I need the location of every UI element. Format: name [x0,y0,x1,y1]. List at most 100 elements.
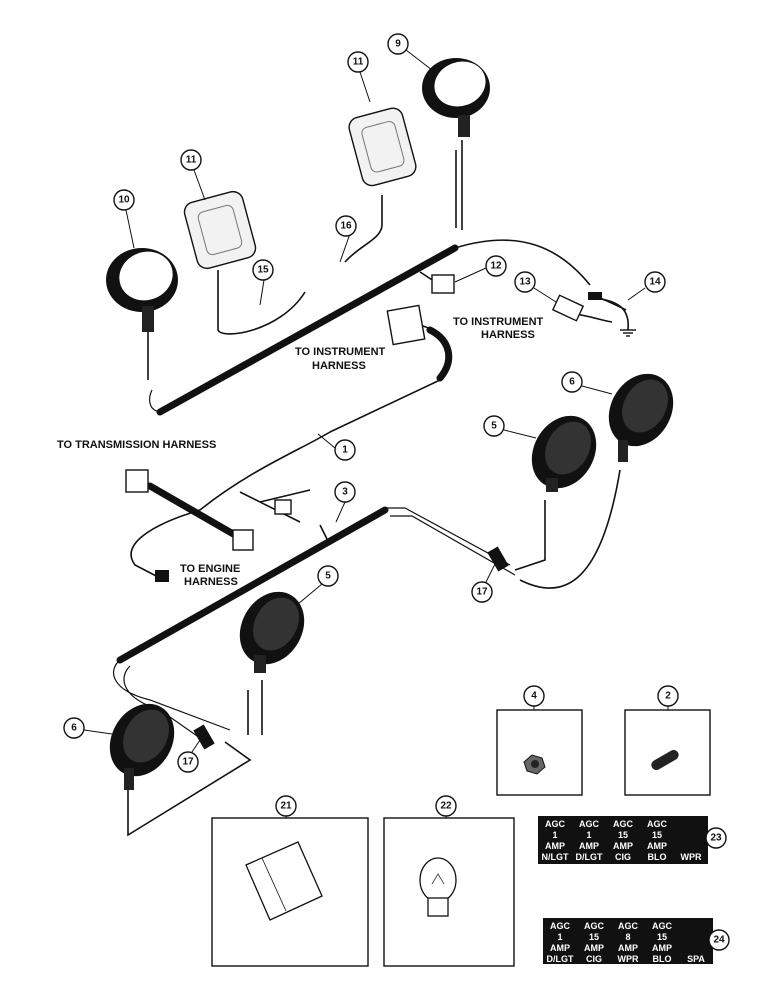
svg-text:16: 16 [340,221,352,232]
fuse-label: AMP [579,841,599,851]
fuse-label: AGC [613,819,634,829]
label-to-engine-harness-line2: HARNESS [184,576,238,588]
fuse-label: 15 [618,830,628,840]
detail-box-2 [624,709,711,796]
label-to-instrument-harness-2-line1: TO INSTRUMENT [453,316,544,328]
svg-text:10: 10 [118,195,130,206]
svg-text:9: 9 [395,39,401,50]
label-to-instrument-harness-1-line1: TO INSTRUMENT [295,346,386,358]
lower-harness [112,469,621,837]
fuse-label: 1 [552,830,557,840]
svg-text:12: 12 [490,261,502,272]
callout-10: 10 [113,189,135,249]
fuse-label: CIG [586,954,602,964]
callout-4: 4 [523,685,545,710]
callout-14: 14 [627,271,666,301]
svg-text:14: 14 [649,277,661,288]
callout-15: 15 [252,259,274,306]
lamp-5-left-icon [239,591,305,673]
fuse-panel-background [538,816,708,864]
lamp-9-icon [422,58,490,137]
fuse-label: AMP [652,943,672,953]
fuse-label: SPA [687,954,705,964]
fuse-label: BLO [653,954,672,964]
fuse-label: AMP [550,943,570,953]
svg-text:5: 5 [491,421,497,432]
fuse-label: N/LGT [542,852,569,862]
callout-23: 23 [705,827,727,849]
svg-text:6: 6 [71,723,77,734]
fuse-label: CIG [615,852,631,862]
fuse-label: AGC [584,921,605,931]
svg-text:4: 4 [531,691,537,702]
detail-box-21 [211,817,369,967]
fuse-label: D/LGT [576,852,603,862]
callout-12: 12 [454,255,507,283]
fuse-label: AGC [647,819,668,829]
label-to-instrument-harness-2-line2: HARNESS [481,329,535,341]
label-to-engine-harness-line1: TO ENGINE [180,563,240,575]
lamp-11b-icon [348,107,417,187]
svg-text:23: 23 [710,833,722,844]
callout-11b: 11 [347,51,371,103]
svg-text:17: 17 [476,587,488,598]
svg-text:22: 22 [440,801,452,812]
lamp-11a-icon [183,190,257,270]
fuse-label: AGC [550,921,571,931]
label-to-transmission-harness: TO TRANSMISSION HARNESS [57,439,216,451]
terminal-icon [651,750,679,770]
svg-text:17: 17 [182,757,194,768]
fuse-label: WPR [681,852,702,862]
fuse-label: AMP [613,841,633,851]
svg-text:2: 2 [665,691,671,702]
fuse-label: AGC [618,921,639,931]
fuse-label: BLO [648,852,667,862]
callout-22: 22 [435,795,457,818]
svg-text:11: 11 [186,155,197,166]
svg-text:3: 3 [342,487,348,498]
fuse-label: AMP [545,841,565,851]
callout-16: 16 [335,215,357,263]
svg-text:5: 5 [325,571,331,582]
callout-17-right: 17 [471,561,497,603]
detail-box-22 [383,817,515,967]
fuse-panel-background [543,918,713,964]
fuse-label: AGC [579,819,600,829]
fuse-label: 15 [657,932,667,942]
lamp-6-left-icon [109,703,175,790]
fuse-label: WPR [618,954,639,964]
callout-5-left: 5 [297,565,339,605]
callout-6-right: 6 [561,371,613,395]
callout-11a: 11 [180,149,206,201]
fuse-label: 8 [625,932,630,942]
svg-text:21: 21 [280,801,292,812]
upper-harness [147,140,636,433]
fuse-label: D/LGT [547,954,574,964]
fuse-label: 1 [557,932,562,942]
fuse-label: AGC [545,819,566,829]
callout-1: 1 [317,433,356,461]
svg-text:13: 13 [519,277,531,288]
fuse-label: 15 [589,932,599,942]
fuse-label: AGC [652,921,673,931]
callout-13: 13 [514,271,557,303]
callout-5-right: 5 [483,415,537,439]
callout-2: 2 [657,685,679,710]
bulb-icon [419,857,457,917]
callout-24: 24 [708,929,730,951]
fuse-label: AMP [584,943,604,953]
svg-text:1: 1 [342,445,348,456]
lamp-6-right-icon [608,373,674,462]
lamp-5-right-icon [531,415,597,492]
fuse-label: 15 [652,830,662,840]
svg-text:11: 11 [353,57,364,68]
svg-text:24: 24 [713,935,725,946]
insulation-sheet-icon [245,841,323,921]
fuse-label: 1 [586,830,591,840]
callout-17-left: 17 [177,739,201,773]
callout-6-left: 6 [63,717,113,739]
detail-box-4 [496,709,583,796]
